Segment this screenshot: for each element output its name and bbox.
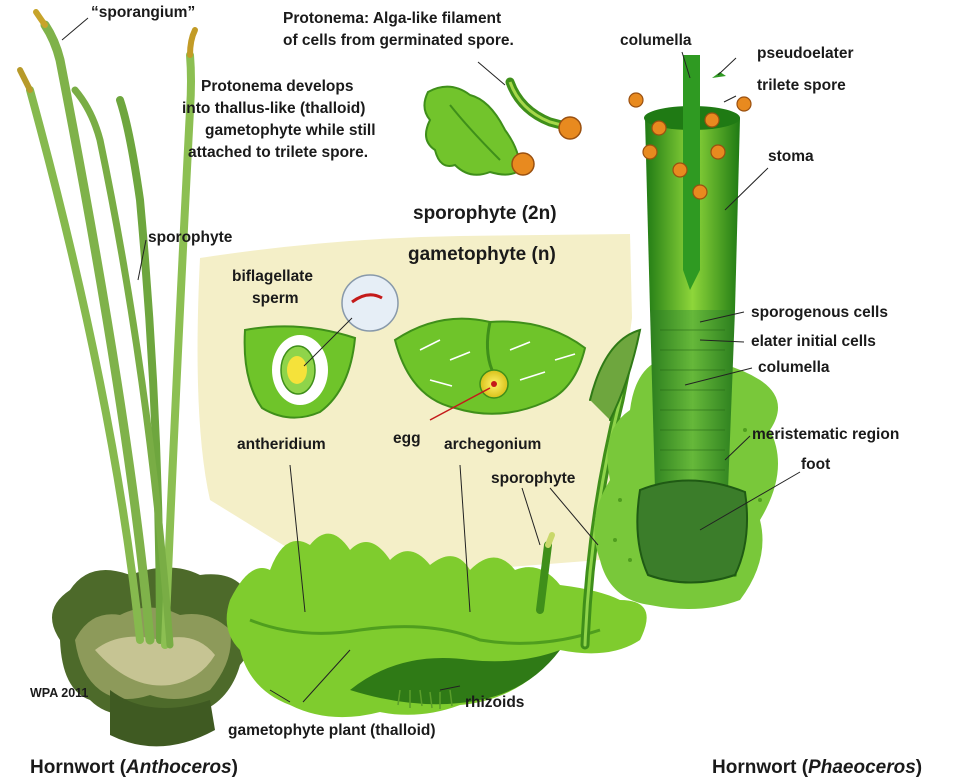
protonema-stages bbox=[424, 82, 581, 175]
label-sporophyte-2n: sporophyte (2n) bbox=[413, 203, 557, 225]
label-biflagellate-line2: sperm bbox=[252, 290, 299, 308]
label-rhizoids: rhizoids bbox=[465, 694, 524, 712]
label-sporophyte-center: sporophyte bbox=[491, 470, 575, 488]
label-pseudoelater: pseudoelater bbox=[757, 45, 853, 63]
caption-left-genus: Anthoceros bbox=[126, 757, 232, 778]
label-trilete-spore: trilete spore bbox=[757, 77, 846, 95]
label-gametophyte-plant: gametophyte plant (thalloid) bbox=[228, 722, 436, 740]
label-protonema-develops-line2: into thallus-like (thalloid) bbox=[182, 100, 365, 118]
label-protonema-develops-line4: attached to trilete spore. bbox=[188, 144, 368, 162]
label-columella-mid: columella bbox=[758, 359, 830, 377]
label-credit: WPA 2011 bbox=[30, 686, 88, 700]
label-protonema-develops-line3: gametophyte while still bbox=[205, 122, 376, 140]
label-elater-initial-cells: elater initial cells bbox=[751, 333, 876, 351]
label-protonema-line1: Protonema: Alga-like filament bbox=[283, 10, 501, 28]
caption-left-prefix: Hornwort ( bbox=[30, 757, 126, 778]
caption-right-genus: Phaeoceros bbox=[808, 757, 916, 778]
label-protonema-line2: of cells from germinated spore. bbox=[283, 32, 514, 50]
label-foot: foot bbox=[801, 456, 830, 474]
label-egg: egg bbox=[393, 430, 421, 448]
label-sporangium: “sporangium” bbox=[91, 4, 195, 22]
label-stoma: stoma bbox=[768, 148, 814, 166]
label-protonema-develops-line1: Protonema develops bbox=[201, 78, 353, 96]
label-biflagellate-line1: biflagellate bbox=[232, 268, 313, 286]
label-sporophyte-left: sporophyte bbox=[148, 229, 232, 247]
caption-hornwort-anthoceros: Hornwort (Anthoceros) bbox=[30, 757, 238, 779]
caption-left-suffix: ) bbox=[232, 757, 238, 778]
label-meristematic-region: meristematic region bbox=[752, 426, 899, 444]
label-antheridium: antheridium bbox=[237, 436, 326, 454]
label-archegonium: archegonium bbox=[444, 436, 541, 454]
caption-right-prefix: Hornwort ( bbox=[712, 757, 808, 778]
label-sporogenous-cells: sporogenous cells bbox=[751, 304, 888, 322]
caption-right-suffix: ) bbox=[916, 757, 922, 778]
label-columella-top: columella bbox=[620, 32, 692, 50]
label-gametophyte-n: gametophyte (n) bbox=[408, 244, 556, 266]
caption-hornwort-phaeoceros: Hornwort (Phaeoceros) bbox=[712, 757, 922, 779]
